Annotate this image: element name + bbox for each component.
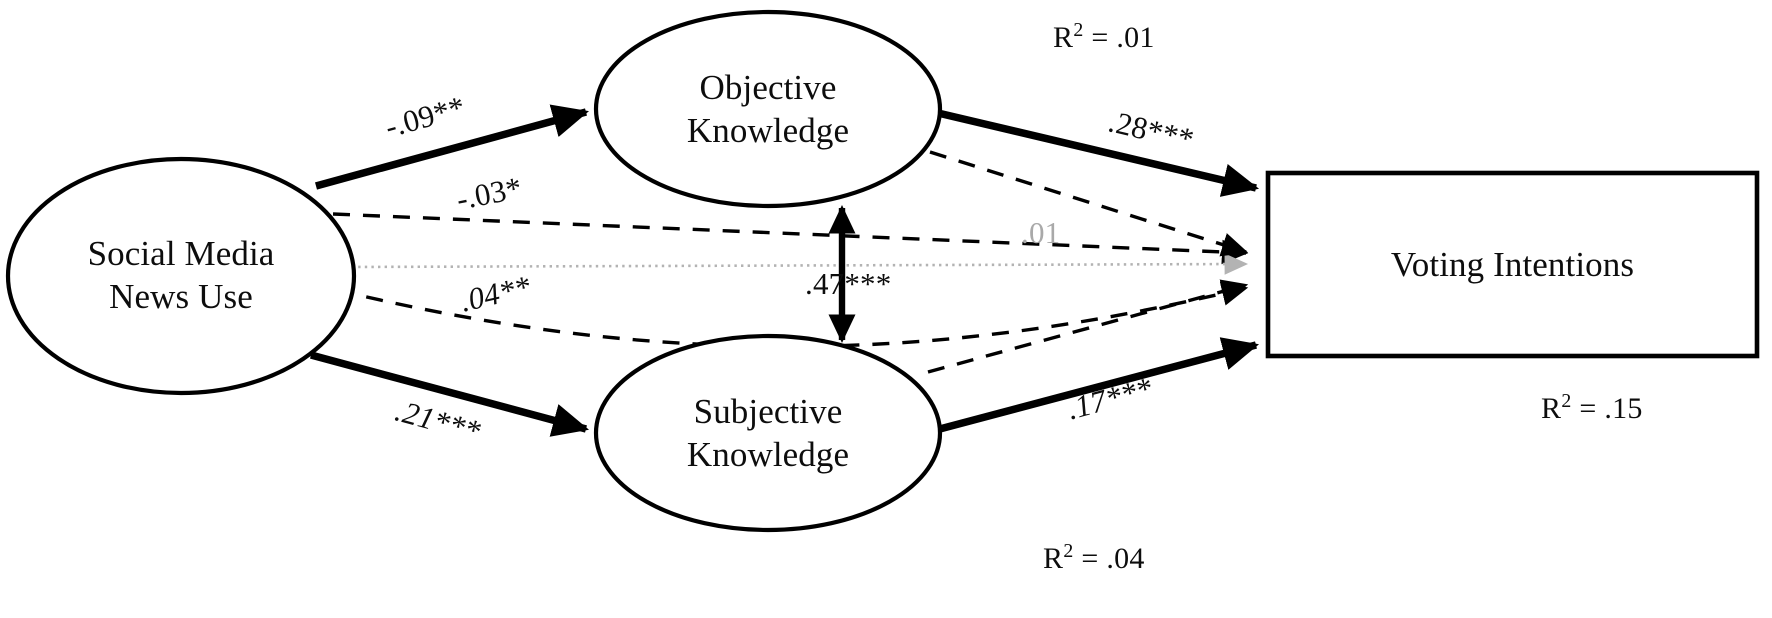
r2-exponent: 2 — [1063, 540, 1074, 562]
node-social-media-news-use[interactable] — [5, 156, 357, 396]
path-smnu-to-subjective — [310, 351, 590, 437]
path-smnu-to-voting-direct — [344, 253, 1249, 275]
r2-value: = .04 — [1073, 542, 1145, 575]
r2-exponent: 2 — [1561, 390, 1572, 412]
path-objective-to-voting-dashed — [929, 150, 1249, 257]
r2-value: = .01 — [1083, 21, 1155, 54]
node-objective-knowledge[interactable] — [593, 9, 943, 209]
r2-label-voting-intentions: R2 = .15 — [1541, 390, 1643, 426]
r2-exponent: 2 — [1073, 19, 1084, 41]
path-subjective-to-voting — [935, 337, 1260, 434]
r2-label-subjective-knowledge: R2 = .04 — [1043, 540, 1145, 576]
path-label-objective-subjective-covariance: .47*** — [805, 266, 892, 301]
path-smnu-to-voting-upper — [332, 212, 1249, 265]
r2-value: = .15 — [1571, 392, 1643, 425]
path-objective-to-voting — [937, 109, 1260, 197]
r2-base: R — [1541, 392, 1562, 425]
r2-base: R — [1053, 21, 1074, 54]
path-subjective-to-voting-dashed — [927, 279, 1249, 374]
path-label-smnu-to-voting-direct: .01 — [1021, 215, 1061, 250]
path-smnu-to-objective — [315, 104, 590, 190]
node-voting-intentions[interactable] — [1265, 170, 1760, 359]
node-subjective-knowledge[interactable] — [593, 333, 943, 533]
r2-base: R — [1043, 542, 1064, 575]
r2-label-objective-knowledge: R2 = .01 — [1053, 19, 1155, 55]
